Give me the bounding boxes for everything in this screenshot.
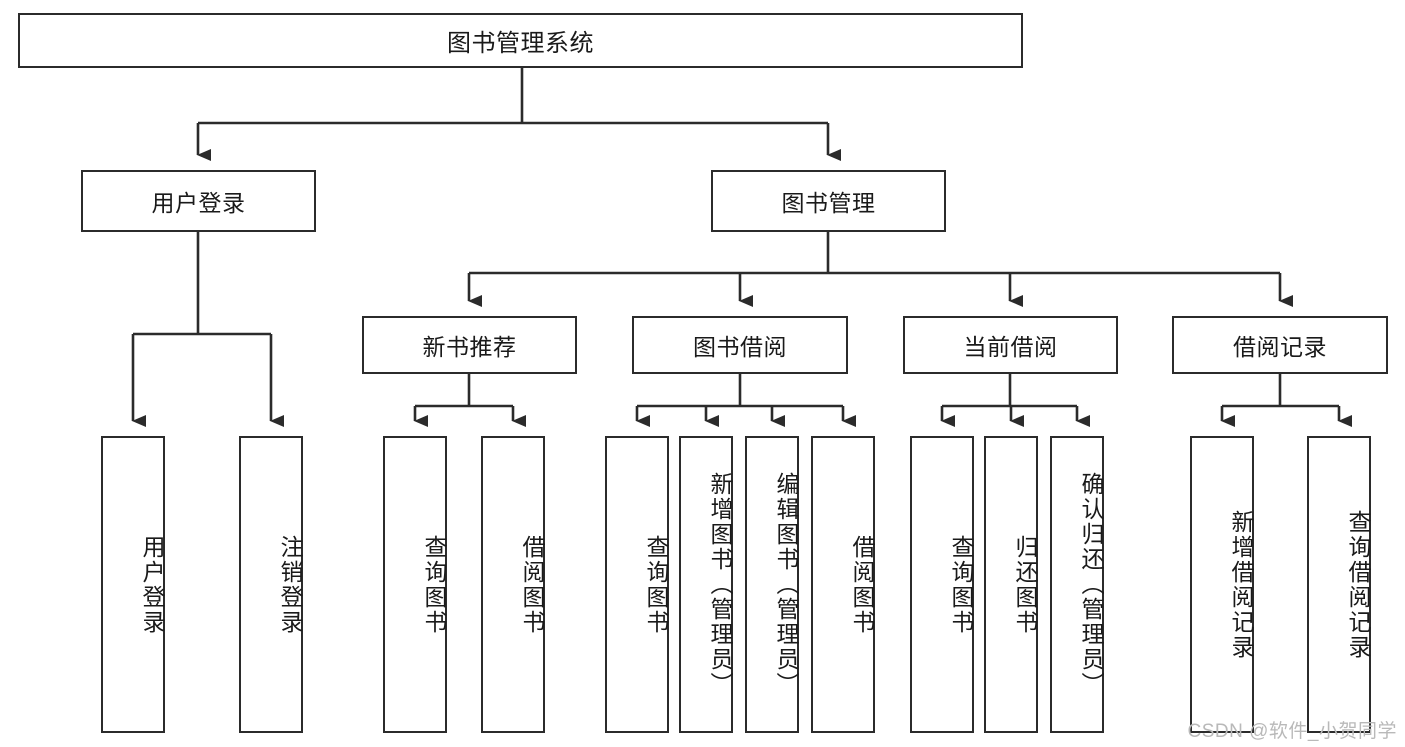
watermark: CSDN @软件_小贺同学 [1187,721,1397,742]
node-leaf-query-books-newbook[interactable]: 查询图书 [383,436,447,733]
node-leaf-label: 查询借阅记录 [1345,509,1371,660]
node-leaf-label: 查询图书 [643,534,669,635]
node-leaf-label: 查询图书 [421,534,447,635]
node-leaf-query-books-borrow[interactable]: 查询图书 [605,436,669,733]
node-level3-current-borrow[interactable]: 当前借阅 [903,316,1118,374]
node-leaf-confirm-return-admin[interactable]: 确认归还（管理员） [1050,436,1104,733]
node-level3-borrow-records[interactable]: 借阅记录 [1172,316,1388,374]
node-leaf-query-borrow-record[interactable]: 查询借阅记录 [1307,436,1371,733]
node-leaf-return-books[interactable]: 归还图书 [984,436,1038,733]
node-leaf-borrow-books-borrow[interactable]: 借阅图书 [811,436,875,733]
node-leaf-query-books-current[interactable]: 查询图书 [910,436,974,733]
node-leaf-label: 借阅图书 [519,534,545,635]
node-level3-book-borrow[interactable]: 图书借阅 [632,316,848,374]
node-leaf-label: 新增借阅记录 [1228,509,1254,660]
node-leaf-edit-book-admin[interactable]: 编辑图书（管理员） [745,436,799,733]
node-leaf-label: 新增图书（管理员） [707,472,733,697]
node-leaf-label: 用户登录 [139,534,165,635]
node-leaf-label: 注销登录 [277,534,303,635]
node-leaf-user-login[interactable]: 用户登录 [101,436,165,733]
node-leaf-add-book-admin[interactable]: 新增图书（管理员） [679,436,733,733]
node-level3-new-book-recommend[interactable]: 新书推荐 [362,316,577,374]
node-leaf-label: 编辑图书（管理员） [773,472,799,697]
node-root[interactable]: 图书管理系统 [18,13,1023,68]
node-leaf-label: 确认归还（管理员） [1078,472,1104,697]
node-leaf-add-borrow-record[interactable]: 新增借阅记录 [1190,436,1254,733]
node-level2-book-management[interactable]: 图书管理 [711,170,946,232]
node-leaf-borrow-books-newbook[interactable]: 借阅图书 [481,436,545,733]
node-level2-user-login[interactable]: 用户登录 [81,170,316,232]
node-leaf-logout[interactable]: 注销登录 [239,436,303,733]
node-leaf-label: 借阅图书 [849,534,875,635]
node-leaf-label: 查询图书 [948,534,974,635]
node-leaf-label: 归还图书 [1012,534,1038,635]
